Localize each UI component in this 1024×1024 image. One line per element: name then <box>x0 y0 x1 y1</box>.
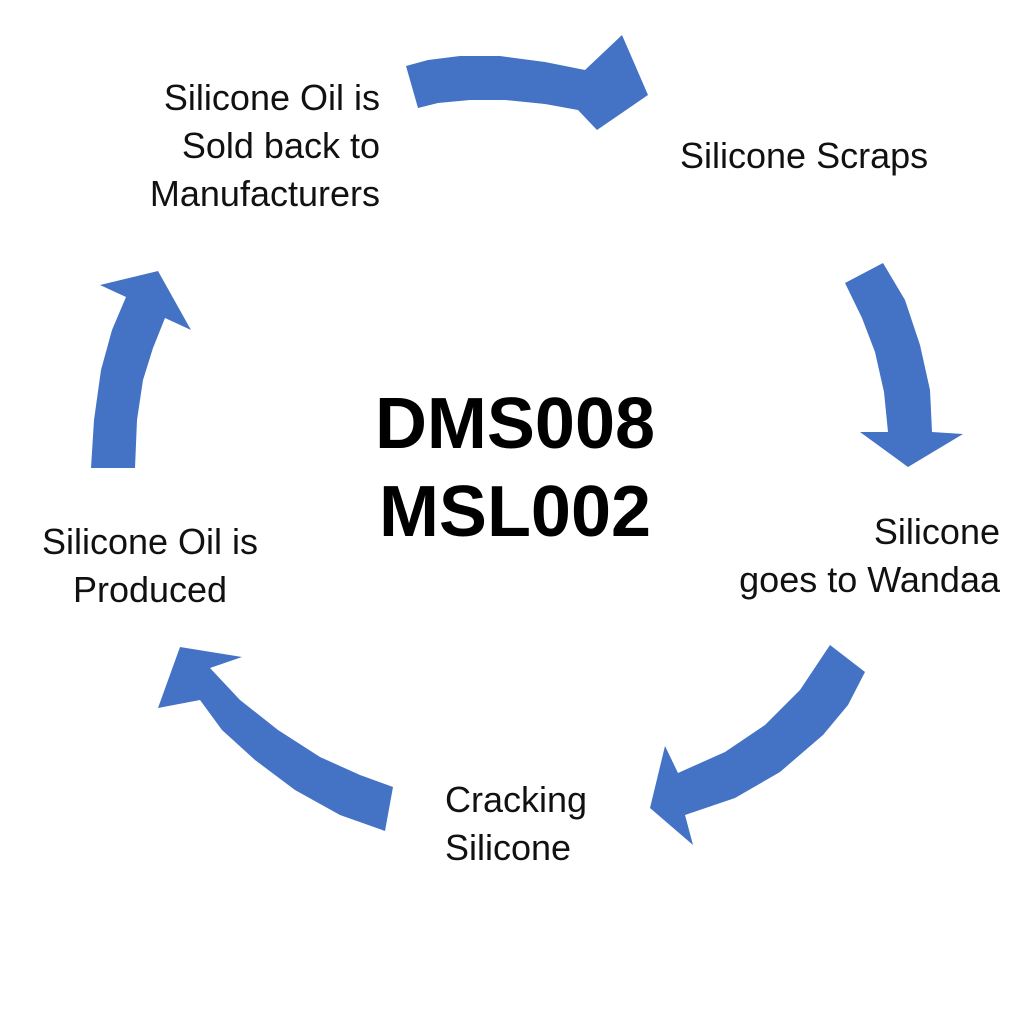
step-label-sold-back: Silicone Oil is Sold back to Manufacture… <box>100 74 380 218</box>
step-label-line: Silicone <box>873 511 1000 552</box>
step-label-scraps: Silicone Scraps <box>680 132 928 180</box>
arrow-produced-to-manufacturers <box>91 271 191 468</box>
step-label-line: goes to Wandaa <box>739 559 1000 600</box>
arrow-wandaa-to-cracking <box>650 645 865 845</box>
step-label-cracking: Cracking Silicone <box>445 776 587 872</box>
step-label-line: Silicone <box>445 827 572 868</box>
step-label-line: Cracking <box>445 779 588 820</box>
step-label-line: Silicone Oil is <box>41 521 259 562</box>
arrow-scraps-to-wandaa <box>845 263 963 467</box>
step-label-line: Manufacturers <box>149 173 380 214</box>
arrow-cracking-to-produced <box>158 647 393 831</box>
step-label-wandaa: Silicone goes to Wandaa <box>700 508 1000 604</box>
step-label-produced: Silicone Oil is Produced <box>20 518 280 614</box>
product-code-line: DMS008 <box>374 384 656 464</box>
step-label-line: Produced <box>72 569 228 610</box>
step-label-line: Sold back to <box>181 125 380 166</box>
step-label-line: Silicone Scraps <box>680 135 929 176</box>
center-product-code: DMS008 MSL002 <box>330 380 700 556</box>
product-code-line: MSL002 <box>378 472 652 552</box>
step-label-line: Silicone Oil is <box>163 77 380 118</box>
arrow-manufacturers-to-scraps <box>406 35 648 130</box>
